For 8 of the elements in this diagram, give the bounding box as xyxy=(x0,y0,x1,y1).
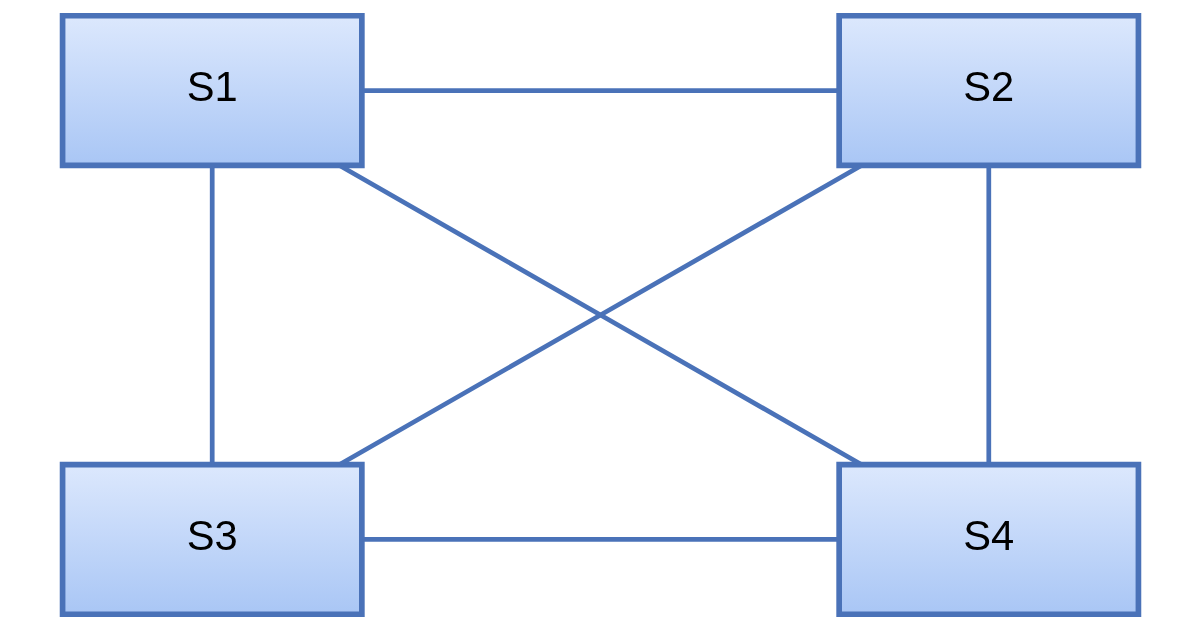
node-box: S1 xyxy=(59,12,365,169)
connector xyxy=(361,88,839,93)
node-box: S4 xyxy=(835,461,1141,618)
connector xyxy=(209,165,215,465)
connector xyxy=(361,537,839,542)
connector xyxy=(985,165,991,465)
node-box: S3 xyxy=(59,461,365,618)
node-box: S2 xyxy=(835,12,1141,169)
